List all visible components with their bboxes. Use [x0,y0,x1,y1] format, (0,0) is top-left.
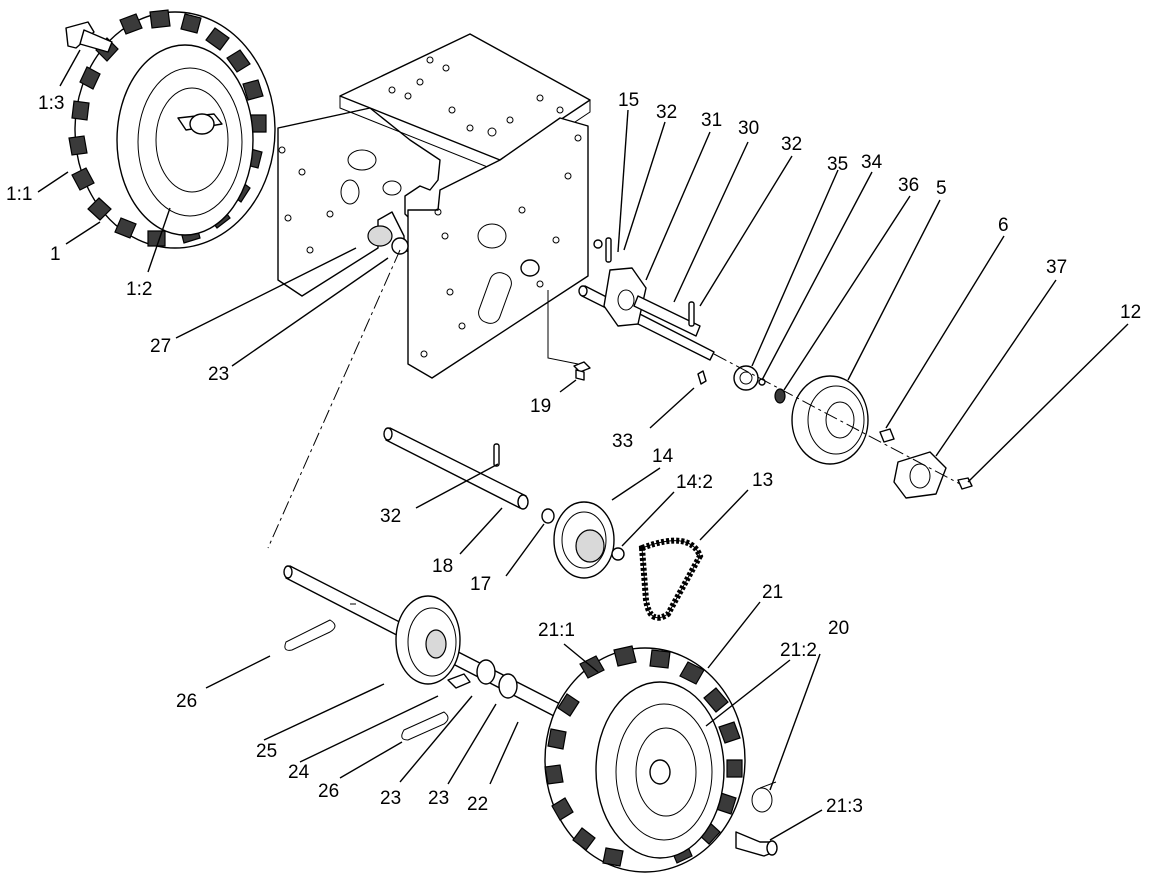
callout-35: 35 [827,154,848,175]
frame-housing [277,33,591,379]
left-wheel-assembly [65,9,276,249]
callout-1-2: 1:2 [126,279,152,300]
callout-21-2: 21:2 [780,640,817,661]
callout-32-upper-a: 32 [656,102,677,123]
bearing-flange-37 [893,451,947,499]
callout-1-3: 1:3 [38,93,64,114]
callout-30: 30 [738,118,759,139]
lower-axle-assembly [283,565,561,717]
leader-lines [37,49,1129,841]
callout-23-top: 23 [208,364,229,385]
callout-37: 37 [1046,257,1067,278]
callout-19: 19 [530,396,551,417]
callout-5: 5 [936,178,947,199]
callout-18: 18 [432,556,453,577]
callout-15: 15 [618,90,639,111]
callout-6: 6 [998,215,1009,236]
centerline-left [267,249,401,549]
callout-20: 20 [828,618,849,639]
chain-13 [638,537,704,621]
callout-14-2: 14:2 [676,472,713,493]
callout-32-middle: 32 [380,506,401,527]
callout-21: 21 [762,582,783,603]
callout-23-a: 23 [380,788,401,809]
callout-26-b: 26 [318,781,339,802]
callout-13: 13 [752,470,773,491]
bolt-6 [879,428,895,443]
callout-33: 33 [612,431,633,452]
callout-labels: 1:3 1:1 1 1:2 27 23 19 15 32 31 30 32 35… [6,90,1141,817]
callout-21-3: 21:3 [826,796,863,817]
large-sprocket-14 [553,501,625,579]
small-sprocket-35 [697,365,786,404]
hub-5 [791,375,869,465]
callout-25: 25 [256,741,277,762]
callout-1-1: 1:1 [6,184,32,205]
upper-shaft-assembly [578,237,715,361]
hairpin-clip-20 [751,781,777,813]
middle-shaft-18 [383,427,555,524]
callout-36: 36 [898,175,919,196]
callout-24: 24 [288,762,310,783]
centerline-upper [713,353,961,485]
callout-32-upper-b: 32 [781,134,802,155]
callout-14: 14 [652,446,674,467]
right-wheel-assembly [544,645,778,873]
callout-21-1: 21:1 [538,620,575,641]
callout-26-a: 26 [176,691,197,712]
hairpin-clip-26-a [284,619,336,651]
callout-31: 31 [701,110,722,131]
callout-34: 34 [861,152,883,173]
callout-1: 1 [50,244,61,265]
bolt-19 [547,290,591,381]
hairpin-clip-26-b [401,711,449,741]
callout-22: 22 [467,794,488,815]
callout-27: 27 [150,336,171,357]
callout-12: 12 [1120,302,1141,323]
callout-17: 17 [470,574,491,595]
callout-23-b: 23 [428,788,449,809]
